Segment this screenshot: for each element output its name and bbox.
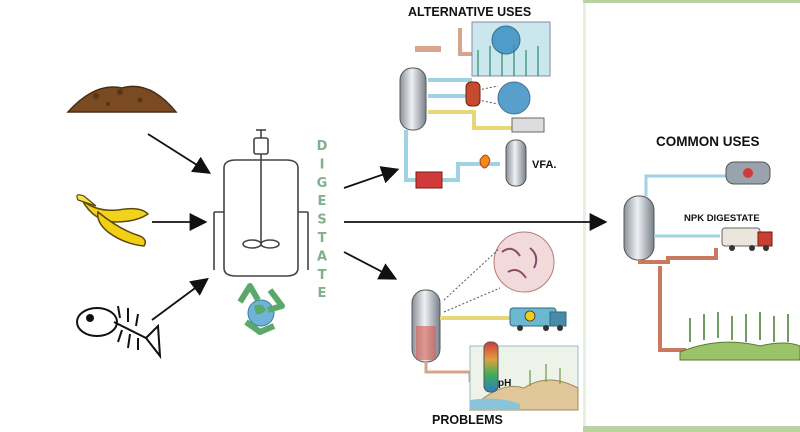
- npk-digestate-label: NPK DIGESTATE: [684, 213, 760, 224]
- ph-label: pH: [498, 378, 511, 389]
- output-arrows: [343, 166, 608, 280]
- alternative-uses-illustration: VFA. ALTERNATIVE USES: [399, 5, 556, 189]
- vfa-label: VFA.: [532, 159, 556, 171]
- common-uses-heading: COMMON USES: [656, 134, 760, 149]
- common-uses-illustration: COMMON USES NPK DIGESTATE: [623, 134, 800, 361]
- digestate-letter: S: [317, 213, 326, 228]
- digestate-letter: D: [317, 139, 328, 154]
- recycle-globe-icon: [237, 283, 285, 335]
- digestate-letter: G: [317, 176, 328, 191]
- digestate-letter: T: [318, 268, 327, 283]
- banana-peel-icon: [76, 194, 150, 247]
- fish-bone-icon: [76, 305, 162, 360]
- digestate-letter: E: [318, 286, 327, 301]
- alternative-uses-heading: ALTERNATIVE USES: [408, 5, 531, 19]
- digestate-letter: T: [318, 231, 327, 246]
- reactor-vessel: [213, 129, 309, 277]
- problems-illustration: pH PROBLEMS: [411, 231, 579, 427]
- digestate-letter: A: [317, 249, 327, 264]
- problems-heading: PROBLEMS: [432, 413, 503, 427]
- digestate-letter: E: [318, 194, 327, 209]
- soil-pile-icon: [66, 85, 178, 113]
- digestate-letter: I: [320, 157, 325, 172]
- common-uses-frame: [583, 0, 800, 432]
- digestate-label: DIGESTATE: [317, 139, 328, 301]
- feed-arrows: [147, 133, 212, 321]
